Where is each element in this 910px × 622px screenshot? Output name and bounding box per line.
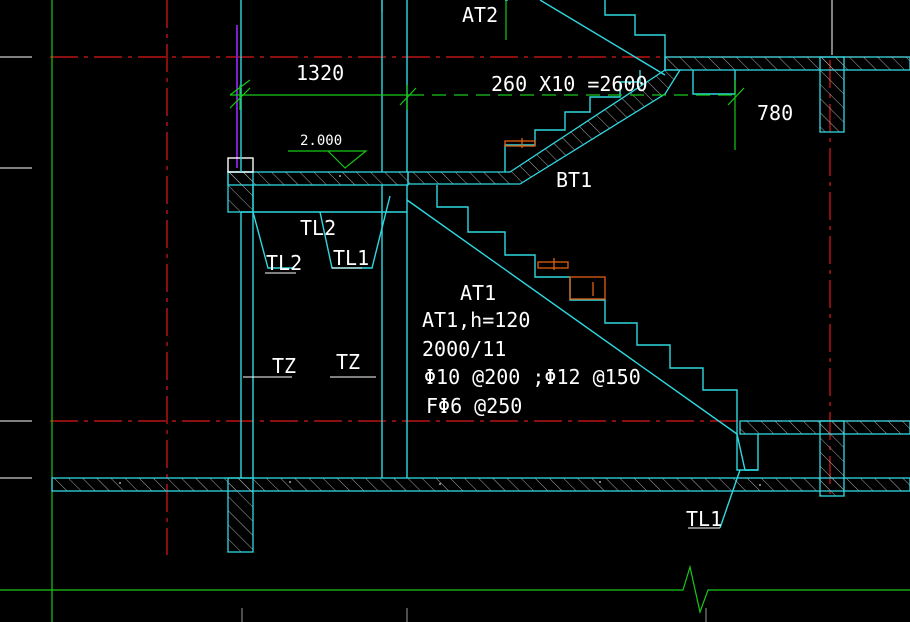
label-dim-780: 780	[757, 101, 793, 125]
left-ticks	[0, 56, 32, 479]
label-rebar-main: Φ10 @200 ;Φ12 @150	[424, 365, 641, 389]
label-tl2-left: TL2	[266, 251, 302, 275]
label-tl2-top: TL2	[300, 216, 336, 240]
drawing-labels: AT2 1320 260 X10 =2600 780 2.000 BT1 TL2…	[266, 3, 793, 531]
tl1-leader	[719, 469, 741, 529]
upper-slab-notch	[692, 70, 736, 95]
floor-slab-upper	[664, 56, 910, 71]
label-bt1: BT1	[556, 168, 592, 192]
dimension-lines	[229, 79, 745, 169]
label-at1: AT1	[460, 281, 496, 305]
beam-mid-right	[819, 420, 845, 497]
break-line	[52, 564, 910, 615]
label-at2: AT2	[462, 3, 498, 27]
landing-slab	[227, 171, 409, 186]
at1-steps	[436, 185, 759, 471]
bt1-steps	[504, 70, 641, 172]
beam-tl1-bottom	[736, 433, 758, 471]
label-tz-right: TZ	[336, 350, 360, 374]
beam-upper-right	[819, 56, 845, 133]
structure	[227, 0, 759, 529]
label-at1-size: 2000/11	[422, 337, 506, 361]
concrete-hatch	[51, 56, 910, 553]
at1-stringer	[406, 199, 738, 435]
label-dim-1320: 1320	[296, 61, 344, 85]
axis-lines	[50, 0, 910, 555]
label-at1-spec: AT1,h=120	[422, 308, 530, 332]
label-tl1-top: TL1	[333, 246, 369, 270]
label-rebar-dist: FΦ6 @250	[426, 394, 522, 418]
label-tl1-bottom: TL1	[686, 507, 722, 531]
bt1-flight	[407, 69, 682, 185]
wall-left	[227, 171, 254, 213]
at2-steps-upper	[604, 0, 666, 70]
footing-left	[227, 477, 254, 553]
beam-tl2	[252, 211, 294, 269]
label-dim-steps: 260 X10 =2600	[491, 72, 648, 96]
ground-slab	[51, 477, 910, 492]
label-elevation: 2.000	[300, 133, 342, 149]
label-tz-left: TZ	[272, 354, 296, 378]
elevation-mark	[288, 150, 368, 169]
at2-stringer	[539, 0, 666, 76]
rebar-details	[504, 138, 606, 300]
